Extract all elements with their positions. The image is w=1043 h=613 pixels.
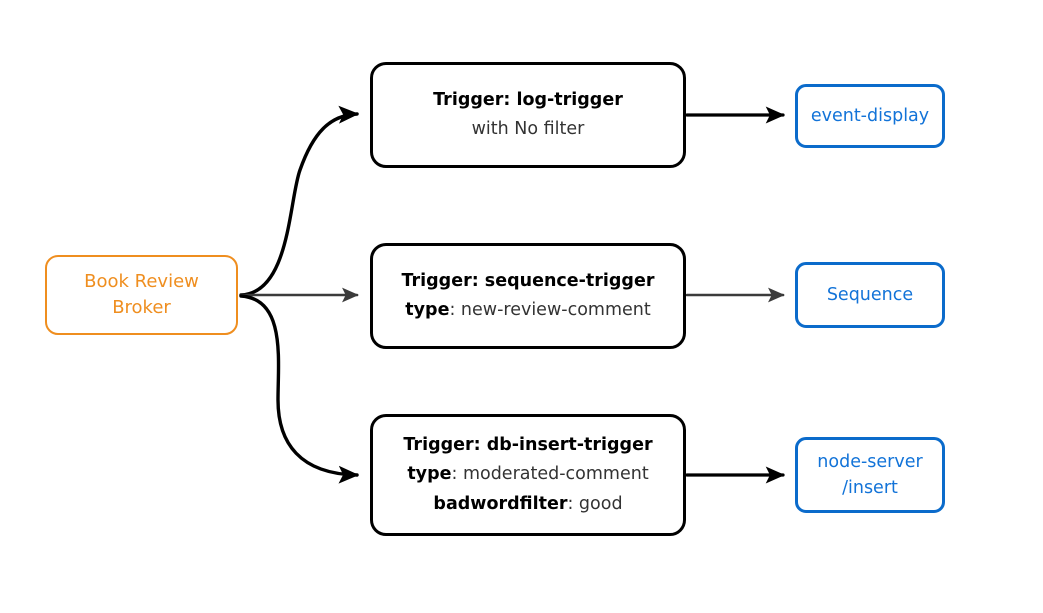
node-endpoint-event-display[interactable]: event-display xyxy=(795,84,945,148)
trigger-detail-db-insert-trigger-type: type: moderated-comment xyxy=(407,464,649,485)
trigger-detail-db-insert-trigger-badwordfilter: badwordfilter: good xyxy=(433,493,623,514)
node-trigger-db-insert-trigger[interactable]: Trigger: db-insert-trigger type: moderat… xyxy=(370,414,686,536)
endpoint-label-node-server-line1: node-server xyxy=(817,451,923,472)
node-endpoint-node-server[interactable]: node-server /insert xyxy=(795,437,945,513)
node-trigger-sequence-trigger[interactable]: Trigger: sequence-trigger type: new-revi… xyxy=(370,243,686,349)
trigger-detail-sequence-trigger-type: type: new-review-comment xyxy=(405,300,651,320)
endpoint-label-sequence: Sequence xyxy=(826,284,914,305)
endpoint-label-event-display: event-display xyxy=(810,105,930,126)
trigger-title-log-trigger: Trigger: log-trigger xyxy=(433,89,623,110)
edge-broker-to-db-insert-trigger xyxy=(239,294,360,484)
trigger-title-db-insert-trigger: Trigger: db-insert-trigger xyxy=(403,434,653,455)
node-endpoint-sequence[interactable]: Sequence xyxy=(795,262,945,328)
broker-label-line1: Book Review xyxy=(84,270,199,292)
node-trigger-log-trigger[interactable]: Trigger: log-trigger with No filter xyxy=(370,62,686,168)
endpoint-label-node-server-line2: /insert xyxy=(842,478,898,498)
trigger-detail-log-trigger-filter: with No filter xyxy=(471,119,585,139)
edge-broker-to-log-trigger xyxy=(239,105,360,297)
broker-label-line2: Broker xyxy=(112,297,171,318)
node-book-review-broker[interactable]: Book Review Broker xyxy=(45,255,238,335)
trigger-title-sequence-trigger: Trigger: sequence-trigger xyxy=(401,270,655,291)
